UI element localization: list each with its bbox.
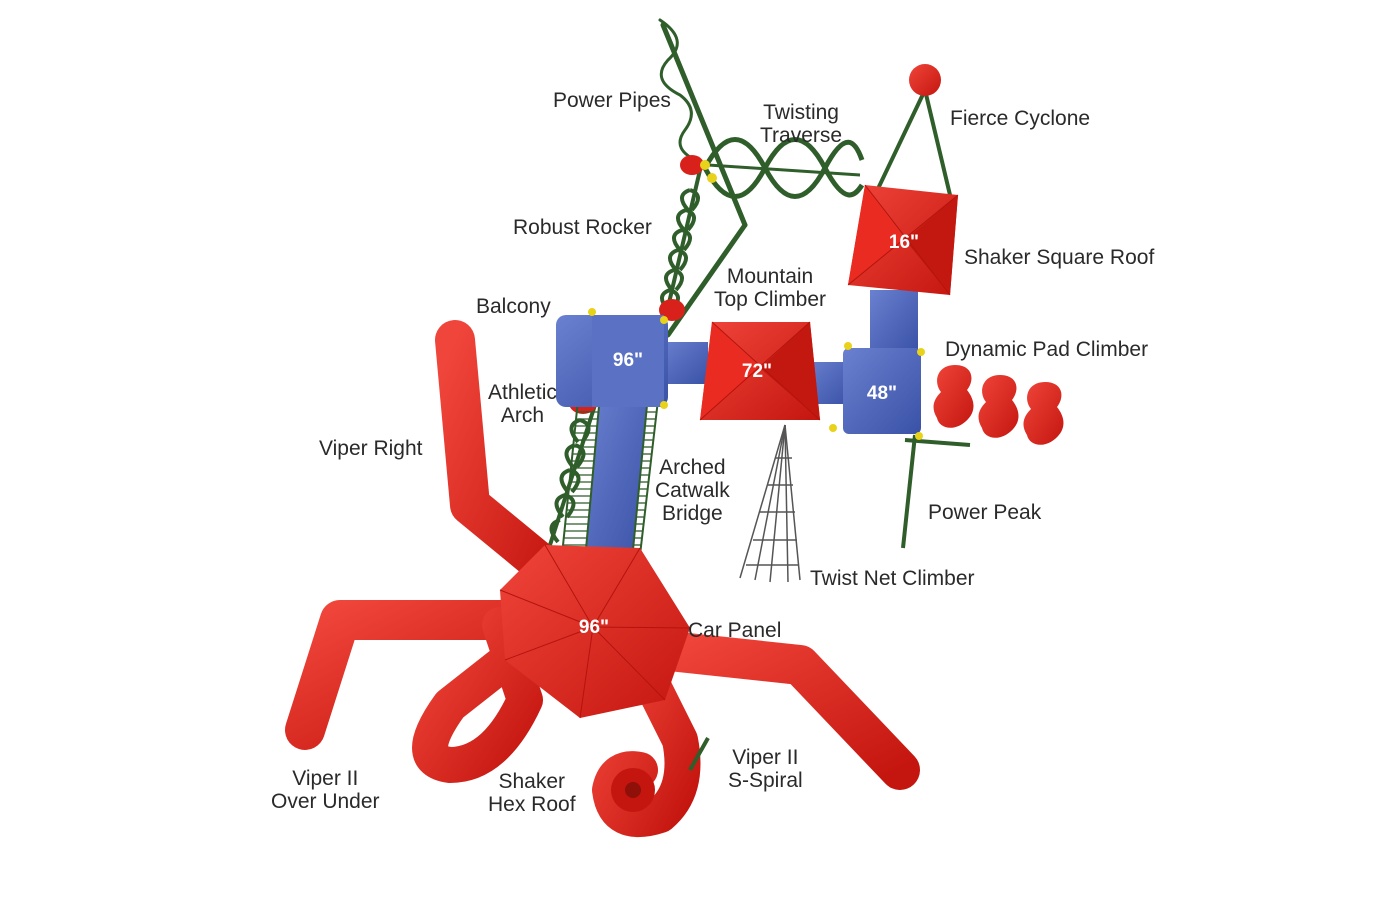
deck-bolt xyxy=(917,348,925,356)
label-shaker-square-roof: Shaker Square Roof xyxy=(964,246,1155,269)
fierce-cyclone xyxy=(873,89,952,196)
label-balcony: Balcony xyxy=(476,295,551,318)
car-panel-slide xyxy=(640,630,920,790)
traverse-bolt xyxy=(700,160,710,170)
deck-bolt xyxy=(844,342,852,350)
robust-rocker-ladder xyxy=(660,169,702,321)
label-robust-rocker: Robust Rocker xyxy=(513,216,652,239)
fierce-cyclone-ball xyxy=(909,64,941,96)
traverse-bolt xyxy=(707,173,717,183)
label-power-pipes: Power Pipes xyxy=(553,89,671,112)
label-fierce-cyclone: Fierce Cyclone xyxy=(950,107,1091,130)
balcony-deck: 96" xyxy=(556,315,668,407)
right-deck: 48" xyxy=(843,348,921,434)
shaker-hex-roof: 96" xyxy=(499,544,691,719)
twisting-traverse xyxy=(702,137,865,199)
label-power-peak: Power Peak xyxy=(928,501,1042,524)
power-pipes-cap xyxy=(680,155,704,175)
mountain-top-climber-roof: 72" xyxy=(699,321,821,421)
square-roof-height: 16" xyxy=(889,232,919,253)
viper-ii-s-spiral-mouth xyxy=(611,768,655,812)
twist-net-climber xyxy=(739,424,801,583)
hex-roof-height: 96" xyxy=(579,617,609,638)
mountain-deck-height: 72" xyxy=(742,361,772,382)
deck-bolt xyxy=(588,308,596,316)
label-viper-right: Viper Right xyxy=(319,437,423,460)
deck-bolt xyxy=(660,401,668,409)
deck-bolt xyxy=(829,424,837,432)
shaker-square-roof: 16" xyxy=(847,184,959,296)
label-twist-net-climber: Twist Net Climber xyxy=(810,567,975,590)
power-peak xyxy=(901,434,971,549)
viper-ii-over-under-loop xyxy=(412,607,543,783)
dynamic-pad-climber xyxy=(933,365,1064,445)
right-deck-height: 48" xyxy=(867,383,897,404)
s-spiral-pole xyxy=(688,737,710,771)
deck-bolt xyxy=(660,316,668,324)
label-dynamic-pad-climber: Dynamic Pad Climber xyxy=(945,338,1149,361)
viper-right-slide xyxy=(435,320,575,595)
arched-catwalk-bridge xyxy=(561,394,659,561)
robust-rocker-seat xyxy=(659,299,685,321)
balcony-deck-height: 96" xyxy=(613,350,643,371)
viper-ii-over-under-slide xyxy=(285,600,545,750)
label-car-panel: Car Panel xyxy=(688,619,782,642)
deck-bolt xyxy=(915,432,923,440)
